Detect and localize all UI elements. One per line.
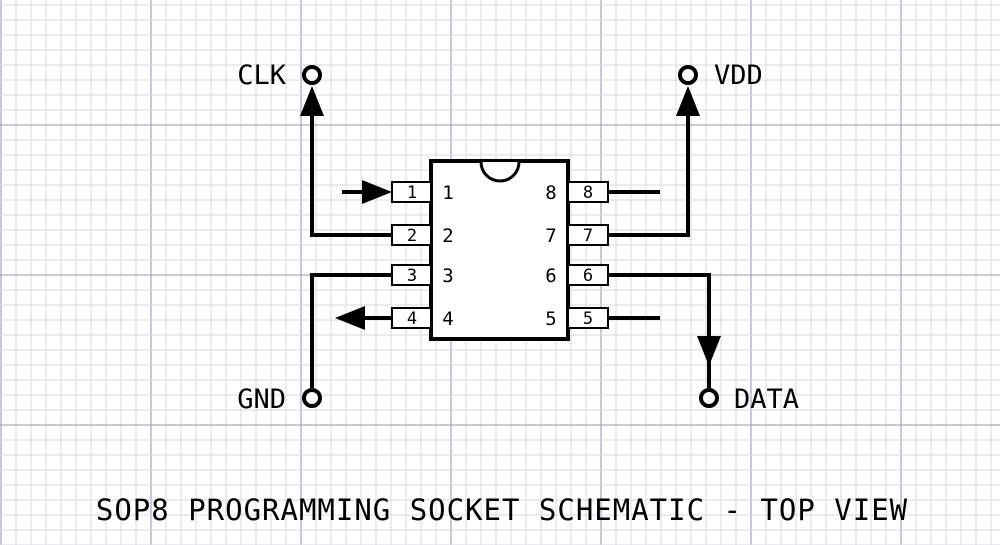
arrowhead-clk (300, 86, 324, 116)
pad-label-left-1: 1 (407, 183, 417, 203)
pin-number-6: 6 (545, 265, 556, 287)
signal-label-clk: CLK (237, 60, 287, 91)
pad-left-4 (391, 307, 432, 329)
chip-body (429, 159, 570, 341)
terminals (302, 65, 719, 408)
wire-vdd (608, 112, 690, 237)
wire-data (608, 273, 711, 340)
pad-label-right-5: 5 (583, 309, 593, 329)
pad-left-3 (391, 264, 432, 286)
terminal-data (699, 388, 719, 408)
sop8-chip: 1 2 3 4 8 7 6 5 1 2 3 4 8 7 6 5 (391, 159, 609, 341)
pad-left-2 (391, 224, 432, 246)
pin-number-5: 5 (545, 308, 556, 330)
signal-label-data: DATA (734, 384, 799, 415)
pin-number-8: 8 (545, 182, 556, 204)
arrowheads (300, 86, 721, 366)
pin-number-7: 7 (545, 225, 556, 247)
pad-right-7 (567, 224, 609, 246)
terminal-vdd (678, 65, 698, 85)
pad-label-left-4: 4 (407, 309, 417, 329)
signal-label-vdd: VDD (714, 60, 763, 91)
pad-label-right-6: 6 (583, 266, 593, 286)
pad-label-right-8: 8 (583, 183, 593, 203)
pad-label-right-7: 7 (583, 226, 593, 246)
signal-label-gnd: GND (237, 384, 286, 415)
wire-gnd (310, 273, 392, 388)
pad-label-left-2: 2 (407, 226, 417, 246)
arrowhead-pin4 (335, 306, 365, 330)
pad-right-5 (567, 307, 609, 329)
pin-number-1: 1 (442, 182, 453, 204)
wire-clk (310, 112, 392, 237)
pad-label-left-3: 3 (407, 266, 417, 286)
pad-left-1 (391, 181, 432, 203)
pin-number-3: 3 (442, 265, 453, 287)
arrowhead-vdd (676, 86, 700, 116)
diagram-title: SOP8 PROGRAMMING SOCKET SCHEMATIC - TOP … (96, 493, 908, 527)
terminal-gnd (302, 388, 322, 408)
wires (310, 112, 711, 388)
chip-notch (479, 161, 521, 183)
pin-number-2: 2 (442, 225, 453, 247)
terminal-clk (302, 65, 322, 85)
pad-right-6 (567, 264, 609, 286)
pad-right-8 (567, 181, 609, 203)
arrowhead-pin1 (362, 180, 392, 204)
pin-number-4: 4 (442, 308, 453, 330)
arrowhead-data (697, 336, 721, 366)
